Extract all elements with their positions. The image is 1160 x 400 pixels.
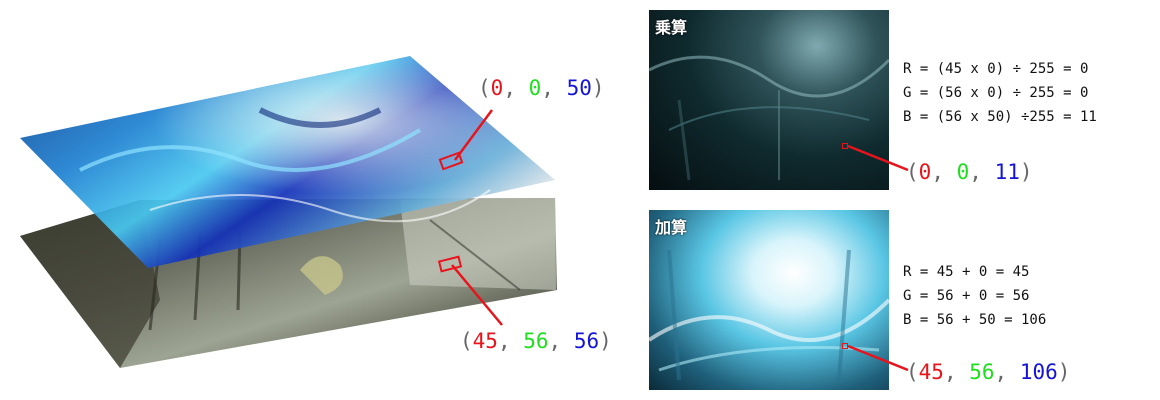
red-value: 45 [918,360,944,384]
top-layer-pixel-marker [438,151,464,171]
green-value: 0 [528,76,542,100]
bottom-layer-leader-line [451,264,503,326]
blue-value: 50 [566,76,592,100]
layer-stack-illustration [20,56,557,368]
multiply-preview-texture [649,55,889,181]
red-value: 0 [918,160,932,184]
blue-value: 106 [1019,360,1058,384]
separator: , [994,360,1020,384]
green-value: 56 [523,329,549,353]
add-label: 加算 [655,218,688,237]
green-value: 56 [969,360,995,384]
green-value: 0 [956,160,970,184]
separator: , [943,360,970,384]
paren-open: ( [460,329,473,353]
bottom-layer-pixel-marker [437,255,463,273]
separator: , [541,76,567,100]
separator: , [969,160,995,184]
add-formula-red: R = 45 + 0 = 45 [903,264,1030,280]
add-preview-image: 加算 [649,210,889,390]
blue-value: 11 [994,160,1020,184]
red-value: 45 [472,329,498,353]
blue-value: 56 [573,329,600,353]
multiply-preview-image: 乗算 [649,10,889,190]
paren-close: ) [591,76,605,100]
add-formula: R = 45 + 0 = 45 G = 56 + 0 = 56 B = 56 + 5… [903,260,1046,332]
paren-close: ) [1019,160,1033,184]
add-formula-green: G = 56 + 0 = 56 [903,288,1030,304]
paren-open: ( [906,360,919,384]
paren-close: ) [1057,360,1071,384]
multiply-pixel-marker [842,143,848,149]
add-pixel-marker [842,343,848,349]
multiply-leader-line [847,144,909,172]
multiply-formula-red: R = (45 x 0) ÷ 255 = 0 [903,61,1089,77]
paren-open: ( [478,76,491,100]
add-leader-line [847,344,909,372]
bottom-layer-pixel-value: (45, 56, 56) [460,329,612,353]
multiply-result-value: (0, 0, 11) [906,160,1033,184]
multiply-label: 乗算 [655,18,688,37]
add-formula-blue: B = 56 + 50 = 106 [903,312,1047,328]
separator: , [548,329,574,353]
top-layer-image [20,56,555,268]
paren-open: ( [906,160,919,184]
multiply-formula: R = (45 x 0) ÷ 255 = 0 G = (56 x 0) ÷ 255… [903,57,1097,129]
paren-close: ) [599,329,612,353]
add-preview-texture [649,249,889,381]
multiply-formula-blue: B = (56 x 50) ÷255 = 11 [903,109,1097,125]
separator: , [497,329,524,353]
separator: , [931,160,957,184]
separator: , [503,76,529,100]
red-value: 0 [490,76,504,100]
top-layer-leader-line [453,109,494,161]
multiply-formula-green: G = (56 x 0) ÷ 255 = 0 [903,85,1089,101]
add-result-value: (45, 56, 106) [906,360,1070,384]
top-layer-pixel-value: (0, 0, 50) [478,76,605,100]
